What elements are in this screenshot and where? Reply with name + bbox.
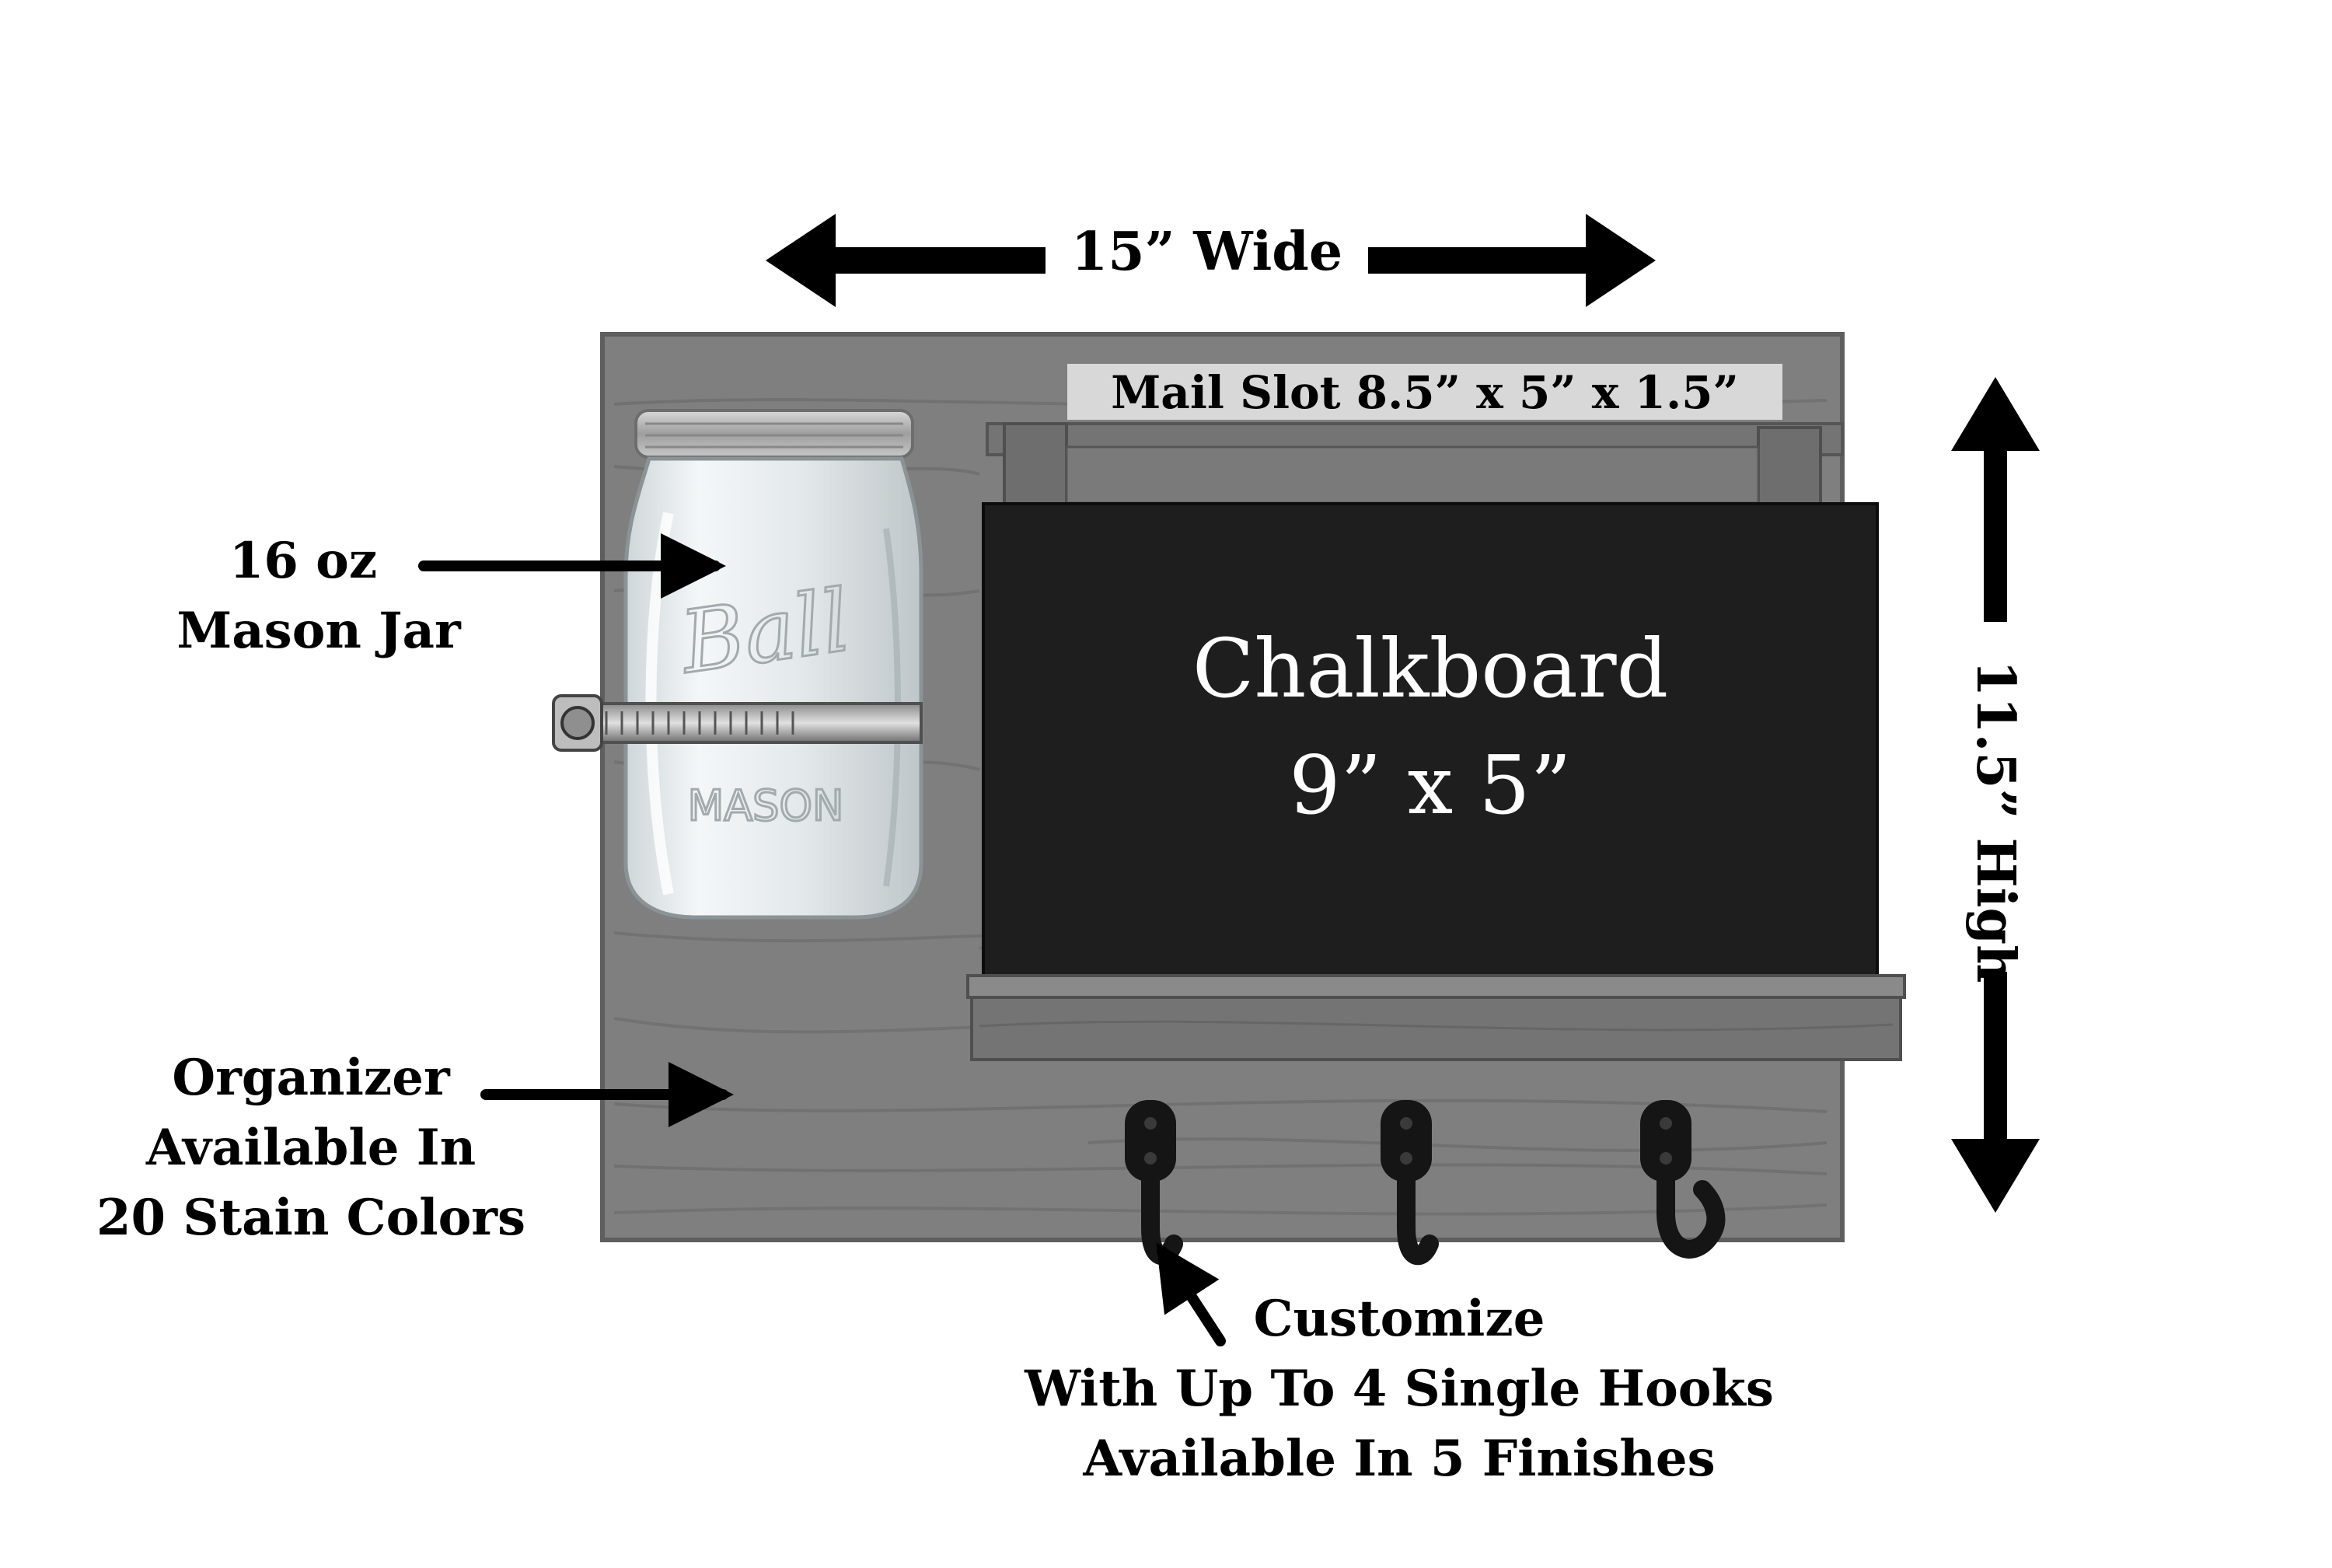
height-arrow-up [1951,377,2040,622]
mail-slot [986,422,1844,507]
jar-label-line1: 16 oz [229,532,378,590]
organizer-label-line2: Available In [145,1119,477,1177]
jar-mason-embossing: MASON [688,781,844,830]
height-label: 11.5” High [1964,660,2027,983]
hooks-label-line3: Available In 5 Finishes [1083,1430,1716,1488]
hooks-callout-arrow [1156,1242,1226,1346]
mail-slot-label: Mail Slot 8.5” x 5” x 1.5” [1111,366,1739,419]
mail-slot-label-plate [1067,364,1782,420]
width-arrow-left [766,214,1046,307]
chalkboard-title: Chalkboard [1192,621,1669,716]
shelf [966,974,1906,1061]
hook-2 [1381,1100,1439,1265]
jar-label-line2: Mason Jar [176,602,461,660]
height-arrow-down [1951,972,2040,1213]
organizer-label-line1: Organizer [172,1049,450,1107]
hooks-label-line2: With Up To 4 Single Hooks [1025,1360,1774,1418]
chalkboard-size: 9” x 5” [1289,738,1572,833]
width-label: 15” Wide [1070,221,1343,283]
hook-3 [1640,1100,1726,1259]
hooks-label-line1: Customize [1253,1290,1545,1348]
organizer-label-line3: 20 Stain Colors [96,1189,526,1247]
width-arrow-right [1368,214,1656,307]
jar-brand-embossing: Ball [673,571,855,693]
hose-clamp-screw [552,694,603,752]
chalkboard [982,502,1879,983]
